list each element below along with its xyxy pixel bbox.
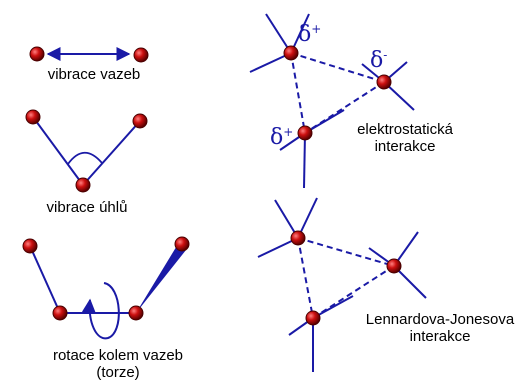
electrostatic-group (249, 13, 415, 189)
torsion-group (22, 236, 190, 340)
substituent-bond (304, 109, 345, 134)
atom (174, 236, 190, 252)
atom (133, 47, 149, 63)
partial-charge-positive-top: δ+ (298, 18, 321, 46)
charge-sign: - (383, 48, 388, 62)
bond (29, 245, 61, 314)
atom (297, 125, 313, 141)
partial-charge-positive-left: δ+ (270, 121, 293, 149)
electrostatic-label-line1: elektrostatická (357, 121, 453, 138)
substituent-bond (393, 265, 427, 299)
substituent-bond (265, 13, 292, 54)
angle-vibration-group (25, 109, 148, 193)
charge-sign: + (311, 22, 322, 36)
delta-symbol: δ (270, 125, 284, 150)
delta-symbol: δ (298, 22, 312, 47)
bond (82, 120, 141, 186)
atom (132, 113, 148, 129)
angle-arc (67, 151, 103, 165)
substituent-bond (303, 132, 306, 189)
interaction-line (297, 237, 314, 319)
charge-sign: + (283, 125, 294, 139)
atom (29, 46, 45, 62)
substituent-bond (249, 52, 292, 73)
interaction-line (290, 52, 385, 83)
atom (376, 74, 392, 90)
atom (75, 177, 91, 193)
wedge-bond (136, 244, 186, 313)
atom (52, 305, 68, 321)
torsion-label-line1: rotace kolem vazeb (52, 347, 184, 364)
rotation-arrow (81, 282, 120, 340)
atom (386, 258, 402, 274)
interaction-line (312, 265, 395, 319)
atom (22, 238, 38, 254)
torsion-label: rotace kolem vazeb(torze) (38, 347, 198, 381)
atom (25, 109, 41, 125)
atom (305, 310, 321, 326)
partial-charge-negative-right: δ- (370, 44, 387, 72)
bond-vibration-group (29, 46, 149, 63)
bond-vibration-label: vibrace vazeb (47, 66, 141, 83)
lennard-jones-label-line1: Lennardova-Jonesova (365, 311, 515, 328)
bond (32, 116, 84, 186)
atom (283, 45, 299, 61)
torsion-label-line2: (torze) (96, 364, 140, 381)
electrostatic-label-line2: interakce (374, 138, 436, 155)
atom (128, 305, 144, 321)
atom (290, 230, 306, 246)
delta-symbol: δ (370, 48, 384, 73)
lennard-jones-group (257, 197, 427, 372)
interaction-line (297, 237, 395, 267)
lennard-jones-label-line2: interakce (409, 328, 471, 345)
substituent-bond (312, 295, 354, 319)
angle-vibration-label: vibrace úhlů (46, 199, 128, 216)
interaction-line (304, 81, 385, 134)
interaction-line (290, 52, 306, 134)
